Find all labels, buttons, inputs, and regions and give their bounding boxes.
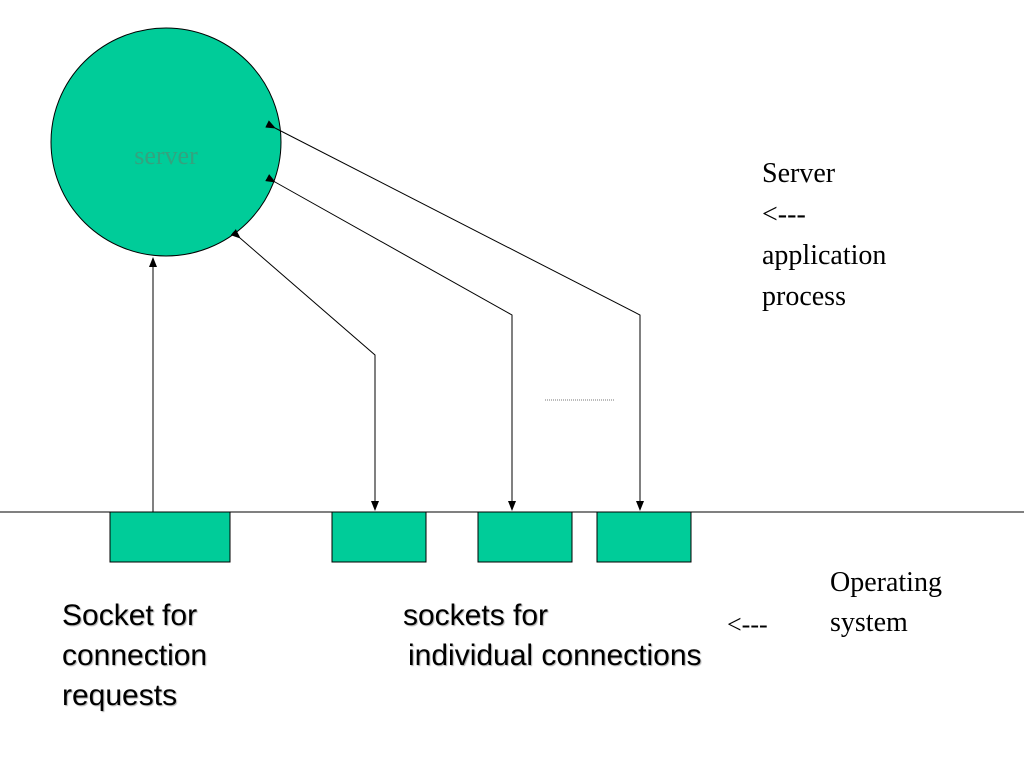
- individual-socket-1: [331, 511, 427, 563]
- connection-arrow-1: [230, 229, 379, 511]
- individual-sockets-label-line-1: sockets for: [403, 599, 549, 632]
- server-label-line-1: Server: [762, 158, 836, 189]
- individual-sockets-label: sockets for individual connections: [403, 596, 702, 676]
- operating-system-label: Operating system: [830, 563, 942, 643]
- connection-socket-label-line-1: Socket for: [62, 599, 198, 632]
- server-application-label: Server <--- application process: [762, 153, 886, 317]
- server-label-line-3: application: [762, 240, 887, 271]
- os-label-line-2: system: [830, 607, 908, 638]
- connection-socket-label: Socket for connection requests: [62, 596, 207, 716]
- os-label-line-1: Operating: [830, 567, 942, 598]
- connection-arrow-3: [265, 120, 644, 511]
- individual-sockets-label-line-2: individual connections: [408, 639, 702, 672]
- connection-socket-label-line-2: connection: [62, 639, 208, 672]
- individual-socket-3: [596, 511, 692, 563]
- server-label: server: [134, 141, 198, 170]
- server-label-line-2: <---: [762, 199, 806, 230]
- os-arrow-text: <---: [727, 610, 768, 639]
- connection-socket-label-line-3: requests: [62, 679, 178, 712]
- connection-request-socket: [109, 511, 231, 563]
- server-label-line-4: process: [762, 281, 846, 312]
- individual-socket-2: [477, 511, 573, 563]
